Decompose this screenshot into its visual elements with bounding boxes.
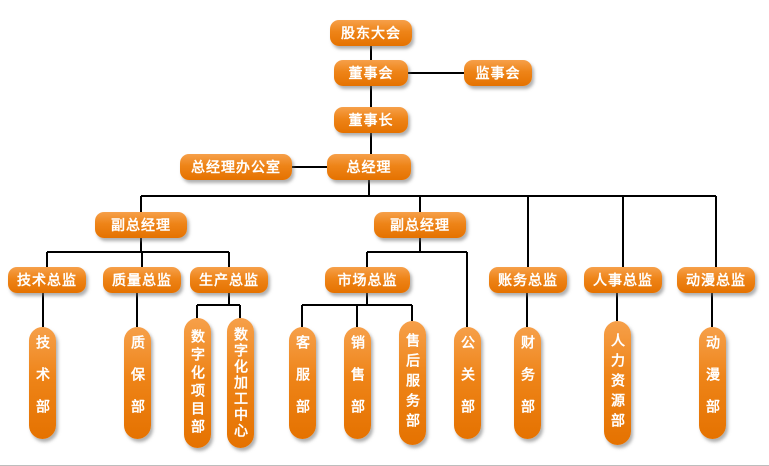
- node-director-quality: 质量总监: [103, 267, 181, 293]
- node-dept-customer-service: 客服部: [289, 327, 316, 439]
- node-director-marketing: 市场总监: [325, 267, 410, 293]
- node-dept-digital-project: 数字化项目部: [184, 318, 211, 448]
- node-dept-quality-assurance: 质保部: [124, 327, 151, 439]
- node-dept-aftersales-service: 售后服务部: [399, 321, 426, 445]
- node-dept-sales: 销售部: [344, 327, 371, 439]
- node-director-animation: 动漫总监: [677, 267, 755, 293]
- node-dept-digital-processing-center: 数字化加工中心: [227, 318, 254, 448]
- node-dept-public-relations: 公关部: [454, 327, 481, 439]
- node-gm-office: 总经理办公室: [180, 154, 292, 180]
- node-chairman: 董事长: [334, 107, 408, 133]
- node-director-technology: 技术总监: [8, 267, 86, 293]
- node-general-manager: 总经理: [327, 154, 411, 180]
- node-dept-technology: 技术部: [29, 327, 56, 439]
- node-deputy-gm-left: 副总经理: [95, 212, 187, 238]
- node-board-of-directors: 董事会: [334, 60, 408, 86]
- node-dept-animation: 动漫部: [699, 327, 726, 439]
- node-dept-human-resources: 人力资源部: [604, 321, 631, 445]
- node-shareholders-meeting: 股东大会: [330, 20, 412, 46]
- node-director-production: 生产总监: [190, 267, 268, 293]
- node-deputy-gm-center: 副总经理: [374, 212, 466, 238]
- node-director-accounting: 账务总监: [489, 267, 567, 293]
- node-dept-finance: 财务部: [514, 327, 541, 439]
- node-director-hr: 人事总监: [584, 267, 662, 293]
- node-supervisory-board: 监事会: [464, 60, 532, 86]
